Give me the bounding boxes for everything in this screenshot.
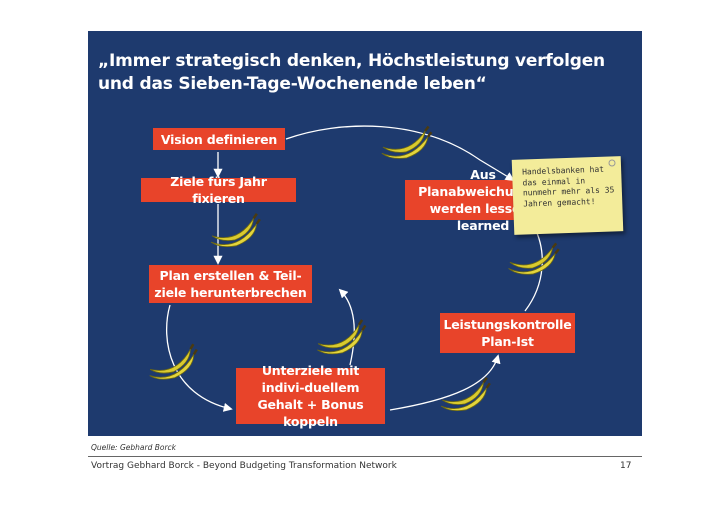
footer-text: Vortrag Gebhard Borck - Beyond Budgeting… [91, 461, 397, 471]
footer-divider [88, 456, 642, 457]
pin-icon [609, 160, 615, 166]
source-note: Quelle: Gebhard Borck [91, 443, 176, 452]
page-number: 17 [620, 461, 631, 471]
